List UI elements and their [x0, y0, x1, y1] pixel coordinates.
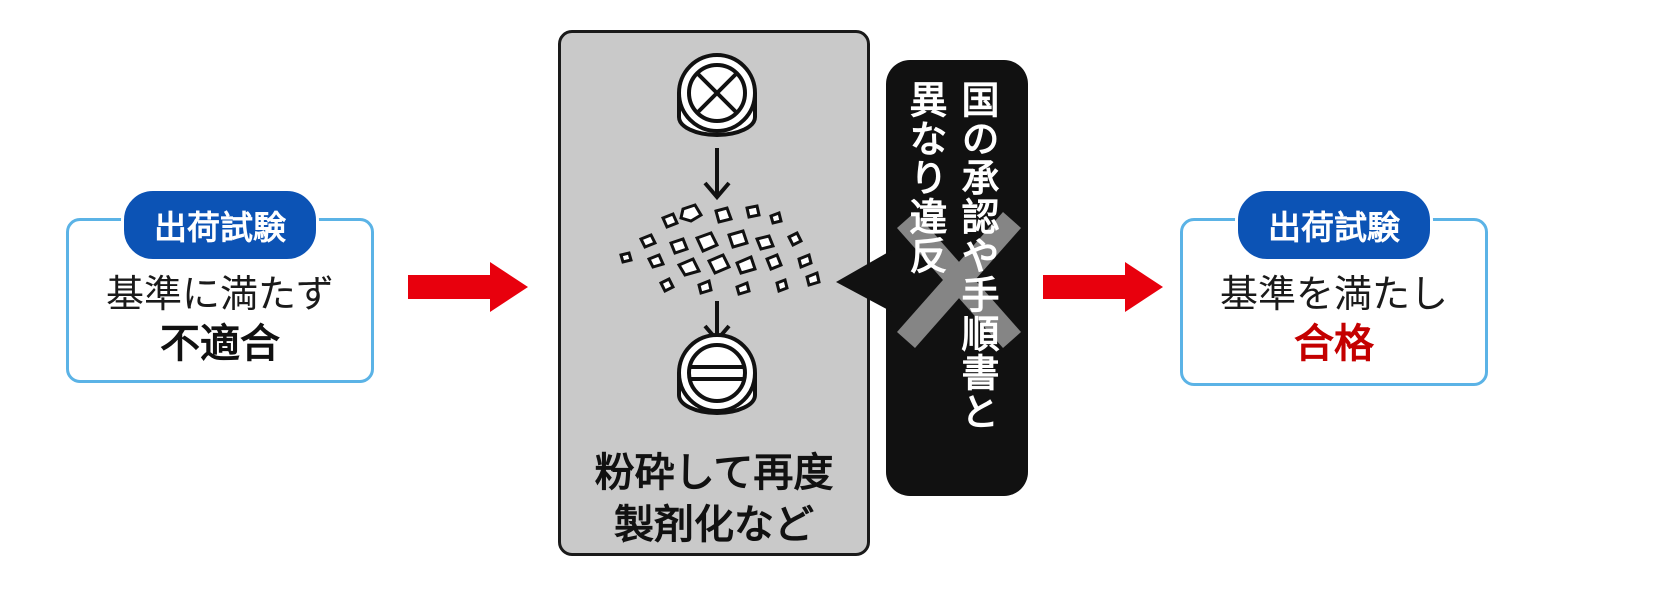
process-box: 粉砕して再度 製剤化など — [558, 30, 870, 556]
crushed-fragments-icon — [619, 203, 821, 296]
right-card-body: 基準を満たし 合格 — [1183, 269, 1485, 369]
violation-text-column1: 国の承認や手順書と — [955, 80, 999, 431]
left-card-line1: 基準に満たず — [105, 272, 334, 316]
right-result-card: 出荷試験 基準を満たし 合格 — [1180, 188, 1488, 386]
process-line1: 粉砕して再度 — [594, 450, 834, 496]
down-arrow-icon — [703, 148, 731, 201]
left-card-verdict: 不適合 — [160, 321, 280, 367]
violation-text-column2: 異なり違反 — [903, 80, 947, 275]
right-card-verdict: 合格 — [1294, 321, 1374, 367]
right-badge: 出荷試験 — [1235, 188, 1433, 262]
process-line2: 製剤化など — [614, 502, 814, 548]
violation-bubble — [836, 60, 1028, 496]
violation-x-icon — [897, 212, 1021, 348]
scored-tablet-icon — [677, 333, 757, 415]
flow-arrow-2 — [1043, 262, 1163, 312]
process-illustration — [619, 53, 821, 415]
flow-arrow-1 — [408, 262, 528, 312]
left-result-card: 出荷試験 基準に満たず 不適合 — [66, 188, 374, 383]
crossed-tablet-icon — [677, 53, 757, 137]
left-card-body: 基準に満たず 不適合 — [69, 269, 371, 369]
process-text: 粉砕して再度 製剤化など — [561, 447, 867, 551]
left-badge: 出荷試験 — [121, 188, 319, 262]
right-card-line1: 基準を満たし — [1219, 272, 1448, 316]
